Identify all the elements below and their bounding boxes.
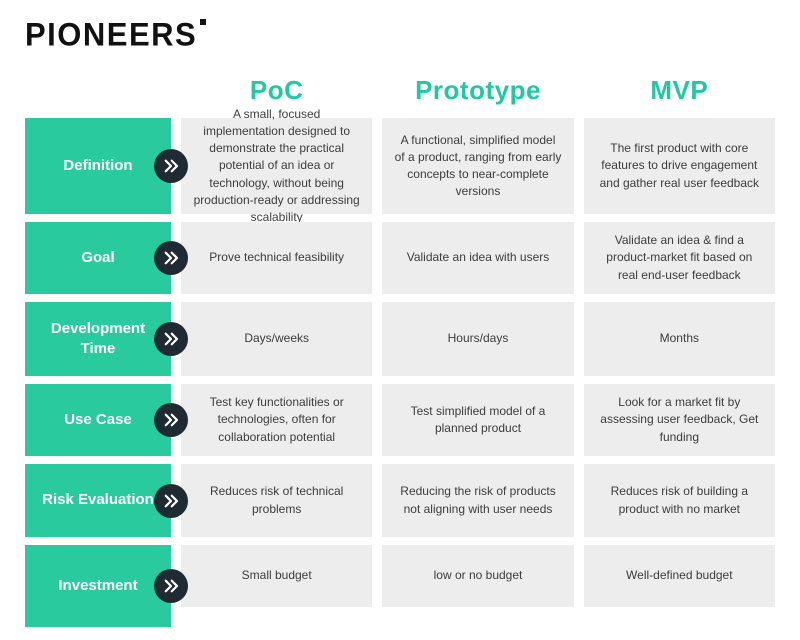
row-label-risk-evaluation: Risk Evaluation: [25, 464, 188, 537]
row-label-use-case: Use Case: [25, 384, 188, 456]
row-label-text: Use Case: [64, 410, 132, 428]
cell-definition-poc: A small, focused implementation designed…: [181, 107, 373, 224]
row-label-text: Definition: [63, 156, 133, 174]
row-label-text: Risk Evaluation: [42, 491, 154, 509]
row-label-investment: Investment: [25, 545, 188, 627]
cell-development-time-prototype: Hours/days: [382, 302, 574, 376]
cell-goal-poc: Prove technical feasibility: [181, 222, 373, 294]
cell-use-case-mvp: Look for a market fit by assessing user …: [583, 384, 775, 456]
double-chevron-right-icon: [154, 403, 188, 437]
row-label-text: Investment: [58, 576, 138, 594]
double-chevron-right-icon: [154, 569, 188, 603]
cell-development-time-mvp: Months: [583, 302, 775, 376]
column-header-prototype: Prototype: [415, 74, 541, 105]
cell-use-case-prototype: Test simplified model of a planned produ…: [382, 384, 574, 456]
cell-investment-prototype: low or no budget: [382, 545, 574, 607]
double-chevron-right-icon: [154, 483, 188, 518]
cell-goal-mvp: Validate an idea & find a product-market…: [583, 222, 775, 294]
double-chevron-right-icon: [154, 149, 188, 183]
cell-development-time-poc: Days/weeks: [181, 302, 373, 376]
row-label-goal: Goal: [25, 222, 188, 294]
cell-goal-prototype: Validate an idea with users: [382, 222, 574, 294]
cell-investment-mvp: Well-defined budget: [583, 545, 775, 607]
column-header-mvp: MVP: [650, 74, 709, 105]
cell-risk-evaluation-prototype: Reducing the risk of products not aligni…: [382, 464, 574, 537]
cell-use-case-poc: Test key functionalities or technologies…: [181, 384, 373, 456]
double-chevron-right-icon: [154, 241, 188, 275]
column-header-poc: PoC: [249, 74, 304, 105]
row-label-development-time: Development Time: [25, 302, 188, 376]
row-label-definition: Definition: [25, 118, 188, 214]
row-label-text: Goal: [81, 248, 115, 266]
cell-definition-mvp: The first product with core features to …: [583, 118, 775, 214]
row-label-text: Development Time: [50, 319, 146, 357]
comparison-table: PoC Prototype MVP Definition A small, fo…: [25, 70, 775, 627]
table-corner-spacer: [25, 70, 171, 110]
brand-header: PIONEERS: [25, 18, 775, 62]
pioneers-logo: PIONEERS: [25, 15, 198, 53]
cell-investment-poc: Small budget: [181, 545, 373, 607]
double-chevron-right-icon: [154, 322, 188, 356]
cell-definition-prototype: A functional, simplified model of a prod…: [382, 118, 574, 214]
logo-trademark-mark: [200, 19, 207, 25]
cell-risk-evaluation-mvp: Reduces risk of building a product with …: [583, 464, 775, 537]
cell-risk-evaluation-poc: Reduces risk of technical problems: [181, 464, 373, 537]
